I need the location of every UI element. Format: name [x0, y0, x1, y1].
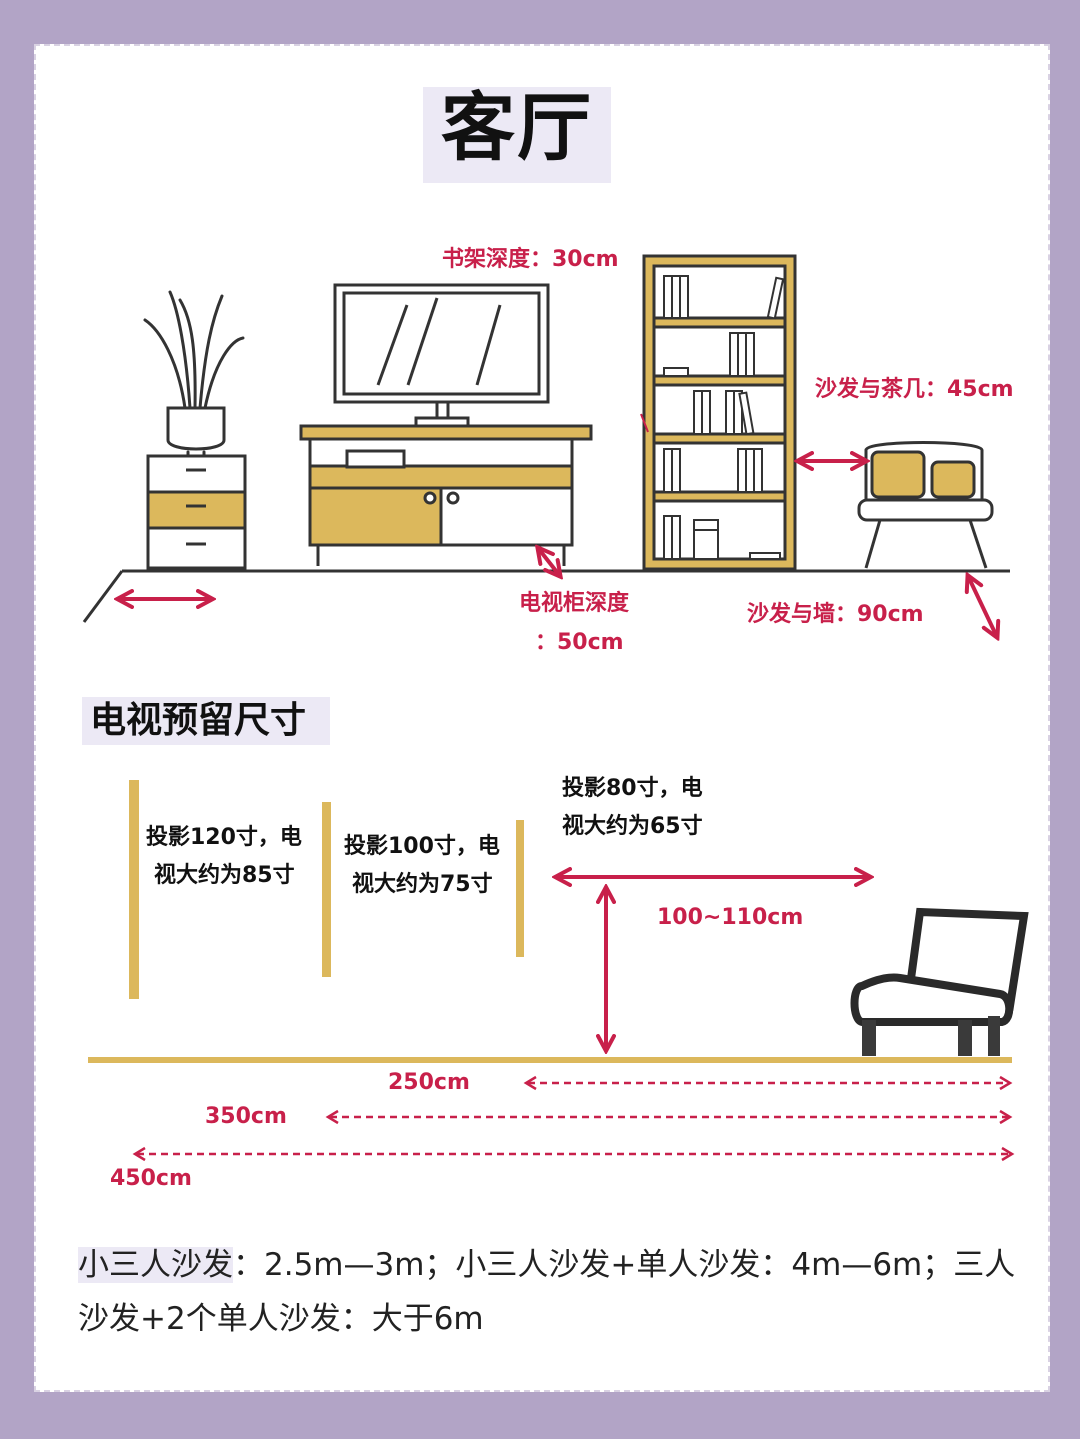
projection-100-line2: 视大约为75寸 — [352, 872, 493, 897]
projection-100-label: 投影100寸，电 视大约为75寸 — [344, 828, 524, 904]
section-title-highlight — [82, 697, 330, 745]
chair-icon — [850, 907, 1029, 1056]
projection-80-line2: 视大约为65寸 — [562, 814, 703, 839]
distance-arrows — [132, 1075, 1015, 1162]
page-title: 客厅 — [441, 85, 593, 171]
tv-height-label: 100~110cm — [657, 905, 804, 930]
plant-icon — [143, 290, 245, 458]
projection-120-label: 投影120寸，电 视大约为85寸 — [146, 819, 326, 895]
title-highlight — [423, 87, 611, 183]
projection-120-line2: 视大约为85寸 — [154, 863, 295, 888]
sofa-size-note: 小三人沙发：2.5m—3m；小三人沙发+单人沙发：4m—6m；三人沙发+2个单人… — [78, 1238, 1033, 1346]
projection-80-line1: 投影80寸，电 — [562, 776, 703, 801]
bookshelf-icon — [642, 254, 797, 571]
sofa-note-text: ：2.5m—3m；小三人沙发+单人沙发：4m—6m；三人沙发+2个单人沙发：大于… — [78, 1247, 1016, 1337]
tv-dimension-arrows — [556, 877, 870, 1050]
drawer-unit-icon — [146, 454, 247, 570]
floor-line — [82, 569, 1010, 623]
distance-450-label: 450cm — [110, 1166, 192, 1191]
tv-cabinet-icon — [299, 424, 593, 566]
projection-120-line1: 投影120寸，电 — [146, 825, 302, 850]
sofa-coffee-table-label: 沙发与茶几：45cm — [815, 377, 1014, 402]
distance-350-label: 350cm — [205, 1104, 287, 1129]
bookshelf-depth-label: 书架深度：30cm — [442, 247, 619, 272]
tv-icon — [333, 283, 550, 428]
projection-100-line1: 投影100寸，电 — [344, 834, 500, 859]
tv-cabinet-depth-label-1: 电视柜深度 — [519, 591, 630, 616]
sofa-wall-label: 沙发与墙：90cm — [747, 602, 924, 627]
projection-80-label: 投影80寸，电 视大约为65寸 — [562, 770, 742, 846]
distance-250-label: 250cm — [388, 1070, 470, 1095]
sofa-note-highlight: 小三人沙发 — [78, 1247, 233, 1283]
screen-bars — [129, 780, 524, 999]
tv-cabinet-depth-label-2: ：50cm — [535, 630, 624, 655]
dimension-arrows — [118, 413, 997, 637]
armchair-icon — [857, 441, 994, 569]
section-title: 电视预留尺寸 — [90, 700, 307, 741]
